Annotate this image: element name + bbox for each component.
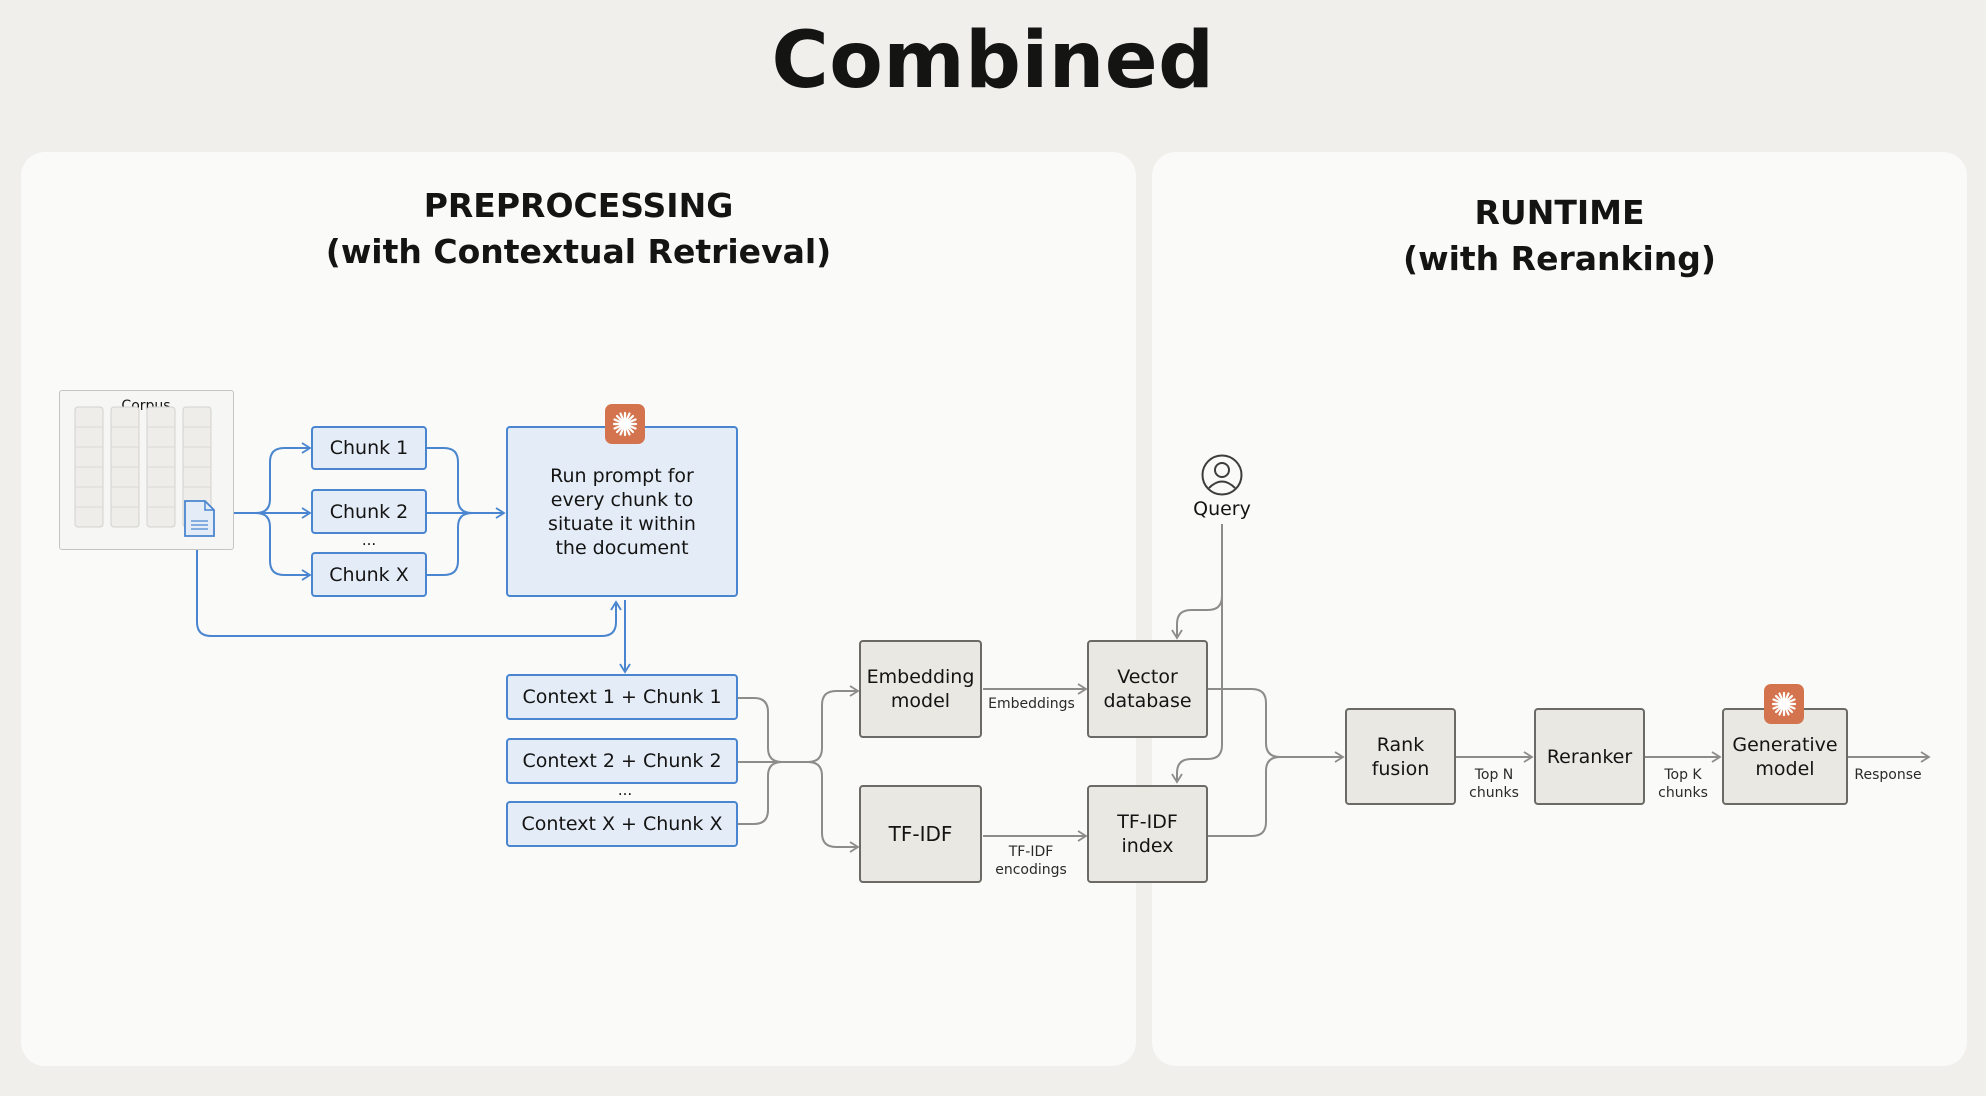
page-title: Combined bbox=[771, 16, 1215, 106]
top-n-chunks-label: Top N chunks bbox=[1469, 767, 1519, 801]
claude-starburst-icon bbox=[605, 404, 645, 444]
tfidf-index-box: TF-IDF index bbox=[1087, 785, 1208, 883]
document-icon bbox=[184, 500, 215, 537]
user-icon bbox=[1201, 454, 1243, 496]
chunk-1-box: Chunk 1 bbox=[311, 426, 427, 470]
prompt-box-text: Run prompt for every chunk to situate it… bbox=[548, 464, 696, 559]
context-2-box: Context 2 + Chunk 2 bbox=[506, 738, 738, 784]
preprocessing-panel bbox=[21, 152, 1136, 1066]
top-k-chunks-label: Top K chunks bbox=[1658, 767, 1708, 801]
chunk-2-box: Chunk 2 bbox=[311, 489, 427, 534]
preprocessing-title: PREPROCESSING (with Contextual Retrieval… bbox=[325, 186, 832, 271]
generative-model-box: Generative model bbox=[1722, 708, 1848, 805]
embeddings-label: Embeddings bbox=[988, 696, 1075, 712]
context-x-box: Context X + Chunk X bbox=[506, 801, 738, 847]
embedding-model-box: Embedding model bbox=[859, 640, 982, 738]
chunk-ellipsis: ... bbox=[361, 531, 377, 549]
response-label: Response bbox=[1854, 767, 1922, 783]
context-ellipsis: ... bbox=[617, 781, 633, 799]
tfidf-encodings-label: TF-IDF encodings bbox=[995, 844, 1067, 878]
runtime-title: RUNTIME (with Reranking) bbox=[1403, 193, 1716, 278]
vector-database-box: Vector database bbox=[1087, 640, 1208, 738]
rank-fusion-box: Rank fusion bbox=[1345, 708, 1456, 805]
chunk-x-box: Chunk X bbox=[311, 552, 427, 597]
reranker-box: Reranker bbox=[1534, 708, 1645, 805]
corpus-container: Corpus bbox=[59, 390, 234, 550]
context-1-box: Context 1 + Chunk 1 bbox=[506, 674, 738, 720]
tfidf-box: TF-IDF bbox=[859, 785, 982, 883]
query-label: Query bbox=[1193, 498, 1251, 520]
runtime-panel bbox=[1152, 152, 1967, 1066]
claude-starburst-icon bbox=[1764, 684, 1804, 724]
prompt-box: Run prompt for every chunk to situate it… bbox=[506, 426, 738, 597]
